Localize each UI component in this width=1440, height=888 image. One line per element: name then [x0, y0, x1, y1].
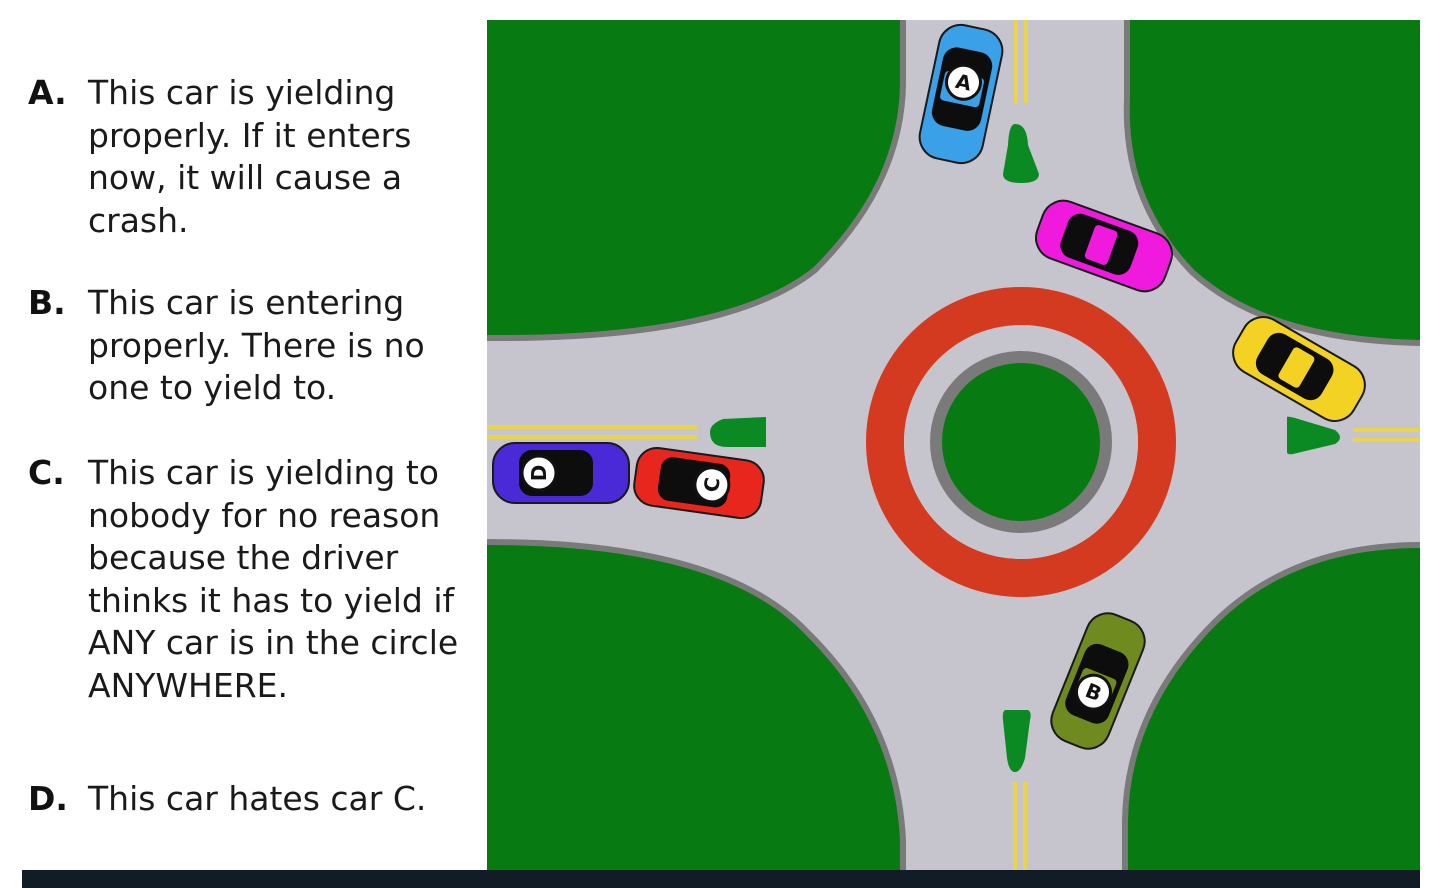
grass-bottom-left — [487, 542, 903, 870]
car-yellow — [1232, 316, 1366, 422]
caption-a-text: This car is yielding properly. If it ent… — [88, 73, 412, 240]
car-d: D — [492, 442, 630, 504]
roundabout-svg: A B C — [487, 20, 1420, 870]
car-pink — [1035, 199, 1173, 293]
grass-top-right — [1126, 20, 1420, 343]
lane-line-west — [487, 425, 697, 439]
caption-b-letter: B. — [28, 283, 66, 322]
lane-line-north — [1014, 20, 1028, 103]
grass-top-left — [487, 20, 903, 339]
lane-line-south — [1013, 782, 1027, 870]
splitter-island-south — [1002, 710, 1031, 772]
car-b: B — [1050, 612, 1146, 750]
caption-a: A. This car is yielding properly. If it … — [28, 72, 463, 242]
curb-bottom-right — [1122, 542, 1420, 870]
caption-c-letter: C. — [28, 453, 65, 492]
car-a-label: A — [953, 69, 974, 96]
bottom-bar — [22, 870, 1420, 888]
car-a: A — [918, 23, 1004, 165]
caption-c: C. This car is yielding to nobody for no… — [28, 452, 463, 707]
car-d-label: D — [527, 465, 551, 482]
caption-d-letter: D. — [28, 779, 68, 818]
caption-d-text: This car hates car C. — [88, 779, 427, 818]
caption-b: B. This car is entering properly. There … — [28, 282, 463, 410]
curb-bottom-left — [487, 539, 906, 870]
center-island — [930, 351, 1112, 533]
caption-d: D. This car hates car C. — [28, 778, 463, 821]
curb-top-right — [1123, 20, 1420, 346]
center-ring — [866, 287, 1176, 597]
car-c-label: C — [699, 476, 725, 494]
caption-a-letter: A. — [28, 73, 67, 112]
caption-b-text: This car is entering properly. There is … — [88, 283, 425, 407]
curb-top-left — [487, 20, 906, 342]
roundabout-diagram: A B C — [487, 20, 1420, 870]
lane-line-east — [1353, 428, 1420, 442]
splitter-island-north — [1003, 124, 1039, 183]
splitter-island-east — [1287, 416, 1340, 455]
car-c: C — [633, 446, 765, 520]
caption-c-text: This car is yielding to nobody for no re… — [88, 453, 459, 705]
grass-bottom-right — [1125, 545, 1420, 870]
splitter-island-west — [710, 417, 766, 447]
